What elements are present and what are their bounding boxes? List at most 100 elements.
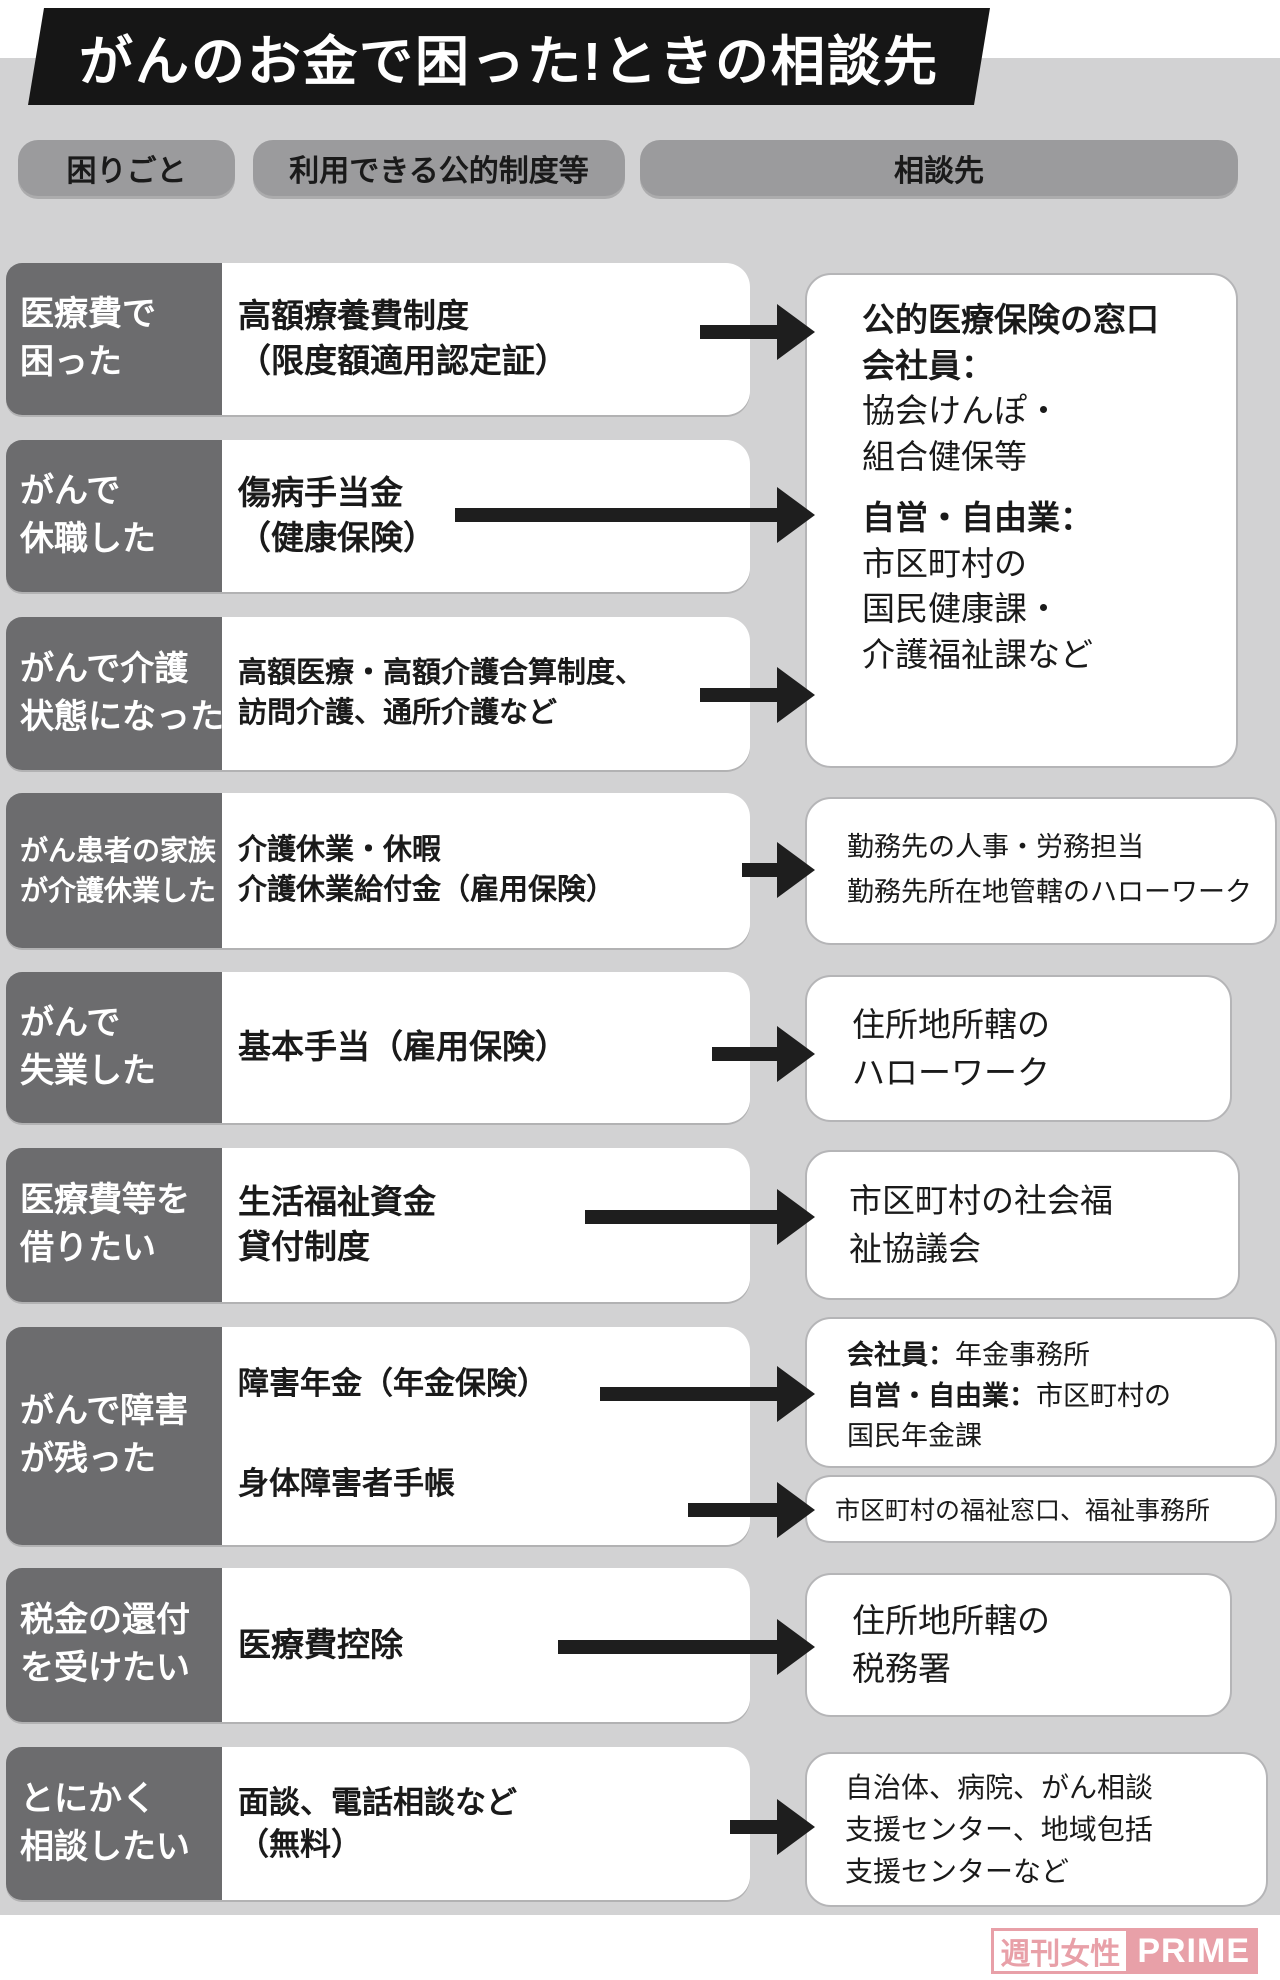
trouble-cell: 医療費等を 借りたい	[6, 1148, 222, 1302]
arrow-shaft	[558, 1640, 785, 1654]
arrow-shaft	[585, 1210, 785, 1224]
column-header-system: 利用できる公的制度等	[253, 140, 625, 196]
trouble-line: 医療費で	[20, 295, 156, 334]
arrow-shaft	[700, 325, 785, 339]
trouble-line: が残った	[20, 1440, 156, 1478]
contact-line: 市区町村の社会福	[849, 1182, 1113, 1219]
flow-arrow-borrow	[585, 1189, 815, 1245]
trouble-line: がん患者の家族	[20, 835, 217, 867]
arrow-right-icon	[777, 304, 815, 360]
contact-box-tax-office: 住所地所轄の 税務署	[805, 1573, 1232, 1717]
trouble-line: 借りたい	[20, 1229, 156, 1267]
contact-box-consultation: 自治体、病院、がん相談 支援センター、地域包括 支援センターなど	[805, 1752, 1268, 1907]
arrow-right-icon	[777, 1799, 815, 1855]
arrow-shaft	[742, 863, 785, 877]
trouble-line: がんで障害	[20, 1392, 189, 1431]
contact-line: 自営・自由業：	[862, 499, 1093, 537]
flow-arrow-disability-book	[688, 1482, 815, 1538]
arrow-right-icon	[777, 842, 815, 898]
system-line: 貸付制度	[238, 1228, 370, 1265]
logo-weekly-josei: 週刊女性	[991, 1928, 1130, 1974]
trouble-line: 休職した	[20, 520, 156, 558]
trouble-line: がんで	[20, 1003, 121, 1042]
system-cell: 障害年金（年金保険） 身体障害者手帳	[222, 1327, 750, 1545]
flow-arrow-family-care	[742, 842, 815, 898]
row-unemployment: がんで 失業した 基本手当（雇用保険）	[6, 972, 750, 1123]
contact-line: 勤務先所在地管轄のハローワーク	[847, 876, 1252, 907]
system-line: 訪問介護、通所介護など	[238, 696, 558, 729]
flow-arrow-tax	[558, 1619, 815, 1675]
trouble-line: がんで	[20, 472, 121, 511]
arrow-right-icon	[777, 1619, 815, 1675]
arrow-right-icon	[777, 1189, 815, 1245]
flow-arrow-unemployment	[712, 1026, 815, 1082]
contact-text: 市区町村の	[1036, 1380, 1171, 1411]
arrow-shaft	[455, 508, 785, 522]
logo-prime: PRIME	[1129, 1928, 1258, 1974]
contact-line: 介護福祉課など	[862, 635, 1093, 673]
column-header-system-label: 利用できる公的制度等	[289, 155, 589, 188]
system-cell: 面談、電話相談など （無料）	[222, 1747, 750, 1900]
trouble-line: が介護休業した	[20, 874, 217, 906]
arrow-right-icon	[777, 1482, 815, 1538]
contact-box-pension: 会社員：年金事務所 自営・自由業：市区町村の 国民年金課	[805, 1317, 1277, 1468]
contact-line: 税務署	[852, 1649, 951, 1687]
contact-line: 会社員：	[862, 346, 994, 384]
trouble-cell: とにかく 相談したい	[6, 1747, 222, 1900]
flow-arrow-nursing	[700, 667, 815, 723]
flow-arrow-consult	[730, 1799, 815, 1855]
system-cell: 生活福祉資金 貸付制度	[222, 1148, 750, 1302]
system-line: 介護休業給付金（雇用保険）	[238, 873, 616, 906]
column-header-trouble: 困りごと	[18, 140, 235, 196]
arrow-right-icon	[777, 1026, 815, 1082]
arrow-right-icon	[777, 667, 815, 723]
column-header-trouble-label: 困りごと	[66, 155, 187, 188]
system-cell: 介護休業・休暇 介護休業給付金（雇用保険）	[222, 793, 750, 948]
contact-line: 国民年金課	[847, 1421, 982, 1451]
trouble-cell: がんで障害 が残った	[6, 1327, 222, 1545]
system-line: 面談、電話相談など	[238, 1784, 517, 1820]
contact-text: 年金事務所	[955, 1340, 1090, 1370]
system-line: 介護休業・休暇	[238, 834, 442, 867]
trouble-cell: がんで 失業した	[6, 972, 222, 1123]
arrow-shaft	[600, 1387, 785, 1401]
trouble-line: 状態になった	[20, 697, 224, 736]
page-title: がんのお金で困った!ときの相談先	[79, 32, 939, 92]
trouble-line: 相談したい	[20, 1827, 190, 1866]
column-header-contact: 相談先	[640, 140, 1238, 196]
trouble-line: 困った	[20, 343, 122, 381]
trouble-cell: 医療費で 困った	[6, 263, 222, 415]
contact-line: 市区町村の福祉窓口、福祉事務所	[835, 1497, 1211, 1525]
contact-line: 祉協議会	[849, 1229, 981, 1267]
contact-line: 公的医療保険の窓口	[862, 301, 1159, 338]
system-line: （健康保険）	[238, 519, 436, 556]
contact-line: 組合健保等	[862, 437, 1027, 475]
row-borrow-money: 医療費等を 借りたい 生活福祉資金 貸付制度	[6, 1148, 750, 1302]
contact-line: 国民健康課・	[862, 590, 1060, 628]
system-line: （限度額適用認定証）	[238, 342, 568, 379]
system-line: 障害年金（年金保険）	[238, 1366, 548, 1401]
contact-line: 自治体、病院、がん相談	[845, 1772, 1154, 1803]
contact-label: 会社員：	[847, 1340, 955, 1370]
contact-box-hellowork: 住所地所轄の ハローワーク	[805, 975, 1232, 1122]
contact-box-disability-book: 市区町村の福祉窓口、福祉事務所	[805, 1475, 1277, 1543]
contact-line: 市区町村の	[862, 544, 1027, 582]
system-line: 高額療養費制度	[238, 297, 469, 335]
flow-arrow-pension	[600, 1366, 815, 1422]
row-family-care-leave: がん患者の家族 が介護休業した 介護休業・休暇 介護休業給付金（雇用保険）	[6, 793, 750, 948]
arrow-shaft	[700, 688, 785, 702]
contact-line: 住所地所轄の	[852, 1602, 1050, 1639]
trouble-line: がんで介護	[20, 649, 189, 688]
system-line: （無料）	[238, 1826, 362, 1862]
trouble-cell: がん患者の家族 が介護休業した	[6, 793, 222, 948]
trouble-line: を受けたい	[20, 1649, 190, 1687]
system-line: 傷病手当金	[238, 474, 403, 512]
arrow-shaft	[712, 1047, 785, 1061]
contact-box-medical-insurance: 公的医療保険の窓口 会社員： 協会けんぽ・ 組合健保等 自営・自由業： 市区町村…	[805, 273, 1238, 768]
contact-line: 支援センター、地域包括	[845, 1814, 1153, 1845]
system-line: 基本手当（雇用保険）	[238, 1028, 568, 1066]
trouble-cell: 税金の還付 を受けたい	[6, 1568, 222, 1722]
system-line: 高額医療・高額介護合算制度、	[238, 657, 645, 690]
trouble-line: 税金の還付	[20, 1601, 190, 1640]
